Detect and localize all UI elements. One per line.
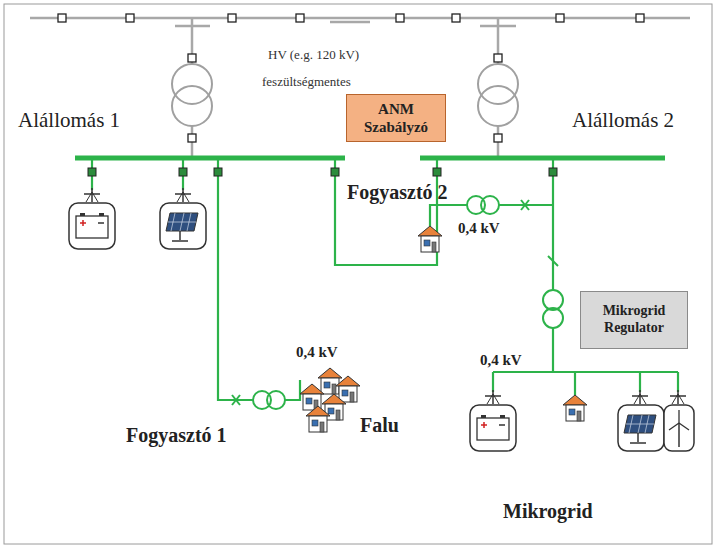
voltage-note: HV (e.g. 120 kV) [268, 47, 359, 63]
status-note: feszültségmentes [262, 74, 351, 90]
consumer-label: Fogyasztó 2 [347, 181, 448, 204]
consumer-label: Fogyasztó 1 [126, 424, 227, 447]
voltage-label: 0,4 kV [296, 344, 338, 361]
voltage-label: 0,4 kV [480, 352, 522, 369]
voltage-label: 0,4 kV [458, 220, 500, 237]
village-label: Falu [360, 414, 399, 437]
substation-label: Alállomás 1 [18, 108, 120, 133]
microgrid-label: Mikrogrid [503, 500, 593, 523]
box-text: ANM Szabályzó [364, 100, 428, 136]
substation-label: Alállomás 2 [572, 108, 674, 133]
box-text: Mikrogrid Regulator [603, 303, 666, 337]
controller-box: ANM Szabályzó [346, 94, 446, 142]
regulator-box: Mikrogrid Regulator [580, 291, 688, 349]
